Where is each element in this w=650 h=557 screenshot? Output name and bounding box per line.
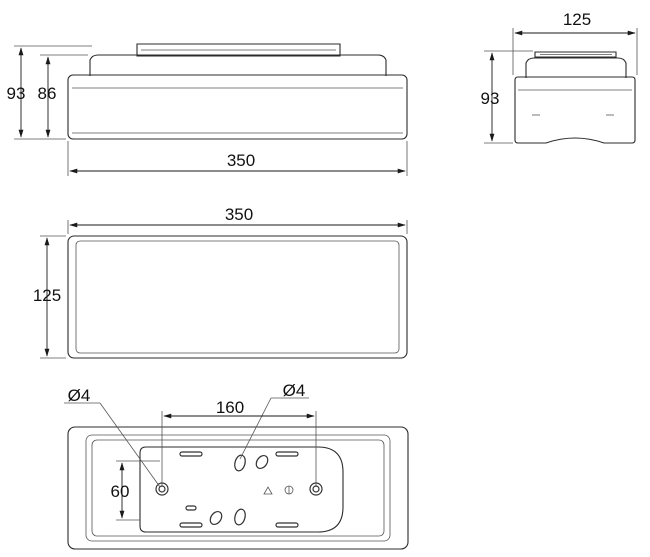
top-dim-125 — [40, 235, 66, 359]
front-dim-350 — [67, 141, 408, 176]
top-dim-350 — [67, 220, 408, 234]
front-dim-86 — [40, 54, 88, 138]
bottom-view — [67, 426, 409, 550]
dim-hole-diameter-right: Ø4 — [283, 381, 306, 400]
dim-top-width: 350 — [225, 205, 253, 224]
dim-hole-spacing-y: 60 — [111, 482, 130, 501]
front-dim-93 — [14, 45, 92, 140]
side-dim-93 — [484, 50, 533, 144]
dim-front-total-height: 93 — [7, 84, 26, 103]
bottom-dim-60 — [116, 460, 160, 521]
dim-hole-spacing-x: 160 — [216, 398, 244, 417]
dim-hole-diameter-left: Ø4 — [68, 386, 91, 405]
dim-front-width: 350 — [227, 151, 255, 170]
front-view — [67, 43, 408, 140]
leader-right-hole — [239, 397, 309, 460]
leader-left-hole — [64, 402, 161, 488]
dim-top-depth: 125 — [33, 286, 61, 305]
bottom-dim-160 — [161, 411, 317, 487]
dim-side-height: 93 — [481, 89, 500, 108]
dim-front-body-height: 86 — [38, 84, 57, 103]
side-dim-125 — [512, 28, 638, 75]
dim-side-width: 125 — [563, 10, 591, 29]
top-view — [67, 235, 408, 359]
side-view — [514, 51, 636, 144]
